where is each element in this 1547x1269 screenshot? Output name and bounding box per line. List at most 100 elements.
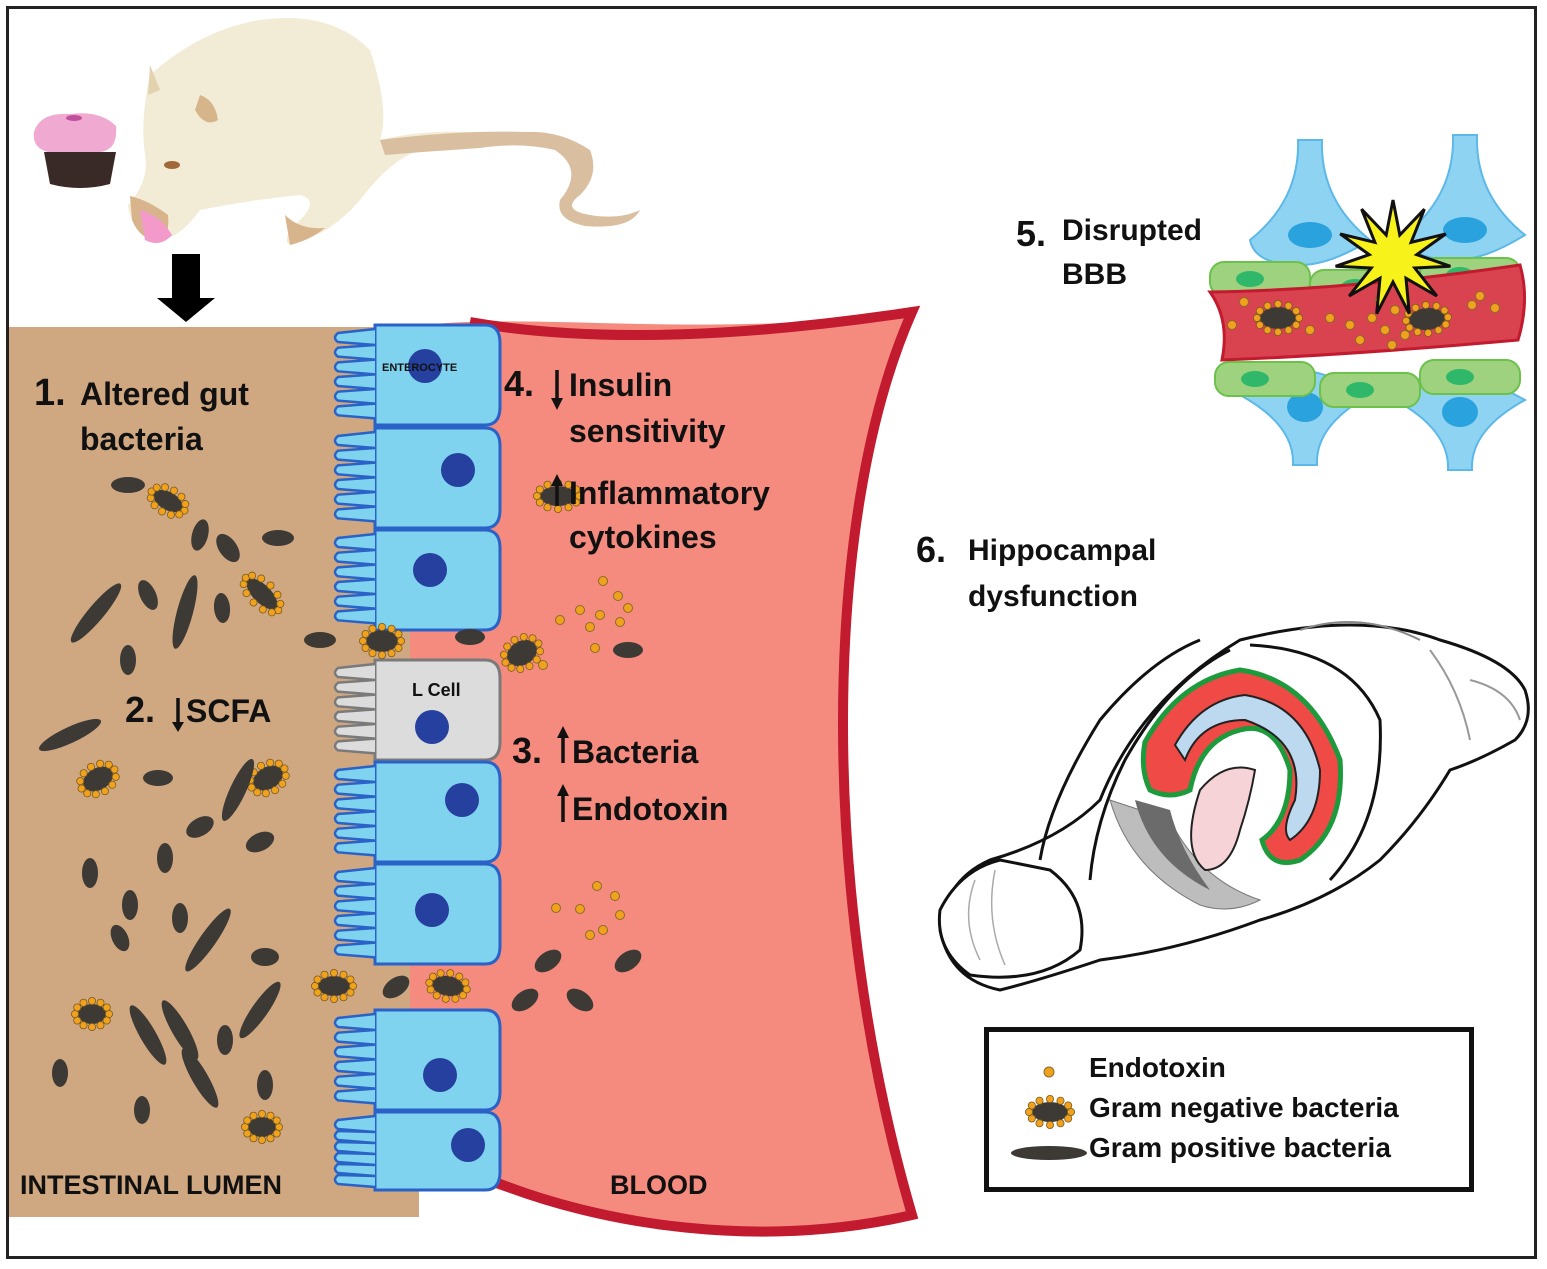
endotoxin-particle [595, 610, 605, 620]
step-5-label: 5. Disrupted BBB [1016, 213, 1202, 291]
endotoxin-particle [1387, 340, 1397, 350]
gram-positive-bacterium [82, 858, 98, 888]
gram-positive-bacterium [39, 718, 101, 752]
microvilli [333, 764, 376, 857]
enterocyte-cell [333, 528, 502, 632]
endotoxin-particle [1345, 320, 1355, 330]
gram-positive-bacterium [185, 908, 231, 972]
step-5-line-1: Disrupted [1062, 214, 1202, 247]
astrocyte-nucleus [1288, 222, 1332, 248]
endotoxin-particle [1355, 335, 1365, 345]
endotoxin-particle [1239, 297, 1249, 307]
endotoxin-particle [538, 660, 548, 670]
endotoxin-particle [1490, 303, 1500, 313]
gram-positive-bacterium [262, 530, 294, 546]
step-6-line-2: dysfunction [968, 580, 1138, 613]
gram-positive-bacterium [613, 642, 643, 658]
step-5-line-2: BBB [1062, 258, 1127, 291]
step-3-endotoxin-text: Endotoxin [572, 791, 728, 827]
microvilli [333, 866, 376, 959]
gram-negative-bacterium [499, 632, 544, 673]
endothelial-cell [1419, 359, 1521, 395]
gram-positive-bacterium [191, 519, 209, 551]
endotoxin-particle [575, 605, 585, 615]
endotoxin-particle [623, 603, 633, 613]
gram-negative-bacterium [310, 968, 357, 1003]
cupcake-icon [33, 113, 117, 188]
gram-positive-bacterium [382, 975, 410, 999]
step-6-line-1: Hippocampal [968, 534, 1156, 567]
endothelial-nucleus [1446, 369, 1474, 385]
gram-negative-bacterium [1024, 1094, 1075, 1129]
endotoxin-particle [592, 881, 602, 891]
step-2-text: SCFA [186, 693, 271, 729]
endotoxin-particle [585, 930, 595, 940]
gram-negative-bacterium [425, 969, 471, 1003]
gram-negative-bacterium [70, 996, 113, 1031]
endotoxin-particle [1390, 305, 1400, 315]
step-1-label: 1. Altered gut bacteria [34, 372, 249, 457]
intestinal-lumen-label: INTESTINAL LUMEN [20, 1170, 282, 1200]
rat-icon [128, 18, 640, 245]
endothelial-nucleus [1346, 382, 1374, 398]
microvilli [333, 662, 376, 755]
gram-positive-bacterium [111, 477, 145, 493]
enterocyte-label: ENTEROCYTE [382, 362, 457, 374]
gram-positive-bacterium [217, 1025, 233, 1055]
endotoxin-particle [555, 615, 565, 625]
microbes [39, 477, 643, 1144]
gram-positive-bacterium [110, 924, 130, 952]
gram-positive-bacterium [120, 645, 136, 675]
microvilli [333, 532, 376, 625]
enterocyte-cell [333, 426, 502, 530]
gram-positive-bacterium [134, 1096, 150, 1124]
step-2-label: 2. SCFA [125, 689, 271, 732]
enterocyte-cell [333, 1110, 502, 1192]
legend: Endotoxin Gram negative bacteria Gram po… [984, 1027, 1474, 1192]
step-3-bacteria-text: Bacteria [572, 734, 699, 770]
gram-positive-bacterium [52, 1059, 68, 1087]
endotoxin-particle [615, 910, 625, 920]
endothelial-nucleus [1241, 371, 1269, 387]
l-cell [333, 658, 502, 762]
enterocyte-cell [333, 1008, 502, 1112]
gram-positive-bacterium [566, 988, 594, 1012]
nucleus [408, 349, 442, 383]
gram-positive-bacterium [257, 1070, 273, 1100]
endotoxin-particle [585, 622, 595, 632]
gram-positive-bacterium [216, 533, 240, 563]
step-4-insulin-line-2: sensitivity [569, 413, 726, 449]
gram-positive-bacterium [213, 593, 231, 623]
endotoxin-particle [551, 903, 561, 913]
disruption-burst-icon [1335, 199, 1451, 315]
gram-positive-bacterium [239, 981, 281, 1039]
microvilli [333, 327, 376, 420]
nucleus [415, 710, 449, 744]
enterocyte-cell [333, 862, 502, 966]
legend-item-gram-negative: Gram negative bacteria [989, 1090, 1469, 1130]
blood-vessel-wall [469, 305, 921, 1237]
step-2-number: 2. [125, 689, 155, 730]
decrease-arrow-icon [172, 698, 184, 732]
legend-item-endotoxin: Endotoxin [989, 1050, 1469, 1090]
gram-negative-bacterium [76, 759, 120, 799]
microvilli [333, 1012, 376, 1105]
endothelial-cell [1214, 361, 1316, 397]
gram-positive-bacterium [172, 903, 188, 933]
gram-positive-bacterium [245, 831, 275, 853]
endotoxin-particle [1367, 313, 1377, 323]
enterocyte-cell [333, 760, 502, 864]
step-3-label: 3. Bacteria Endotoxin [512, 726, 728, 827]
endotoxin-particle [1380, 325, 1390, 335]
step-4-cytokines-line-1: Inflammatory [569, 475, 770, 511]
nucleus [423, 1058, 457, 1092]
nucleus [445, 783, 479, 817]
microvilli [333, 430, 376, 523]
gram-positive-bacterium [157, 843, 173, 873]
astrocyte-cell [1248, 139, 1372, 267]
step-1-line-2: bacteria [80, 421, 203, 457]
gram-positive-bacterium [511, 988, 539, 1012]
legend-label: Gram negative bacteria [1089, 1092, 1399, 1123]
gram-negative-bacterium [1252, 299, 1303, 336]
